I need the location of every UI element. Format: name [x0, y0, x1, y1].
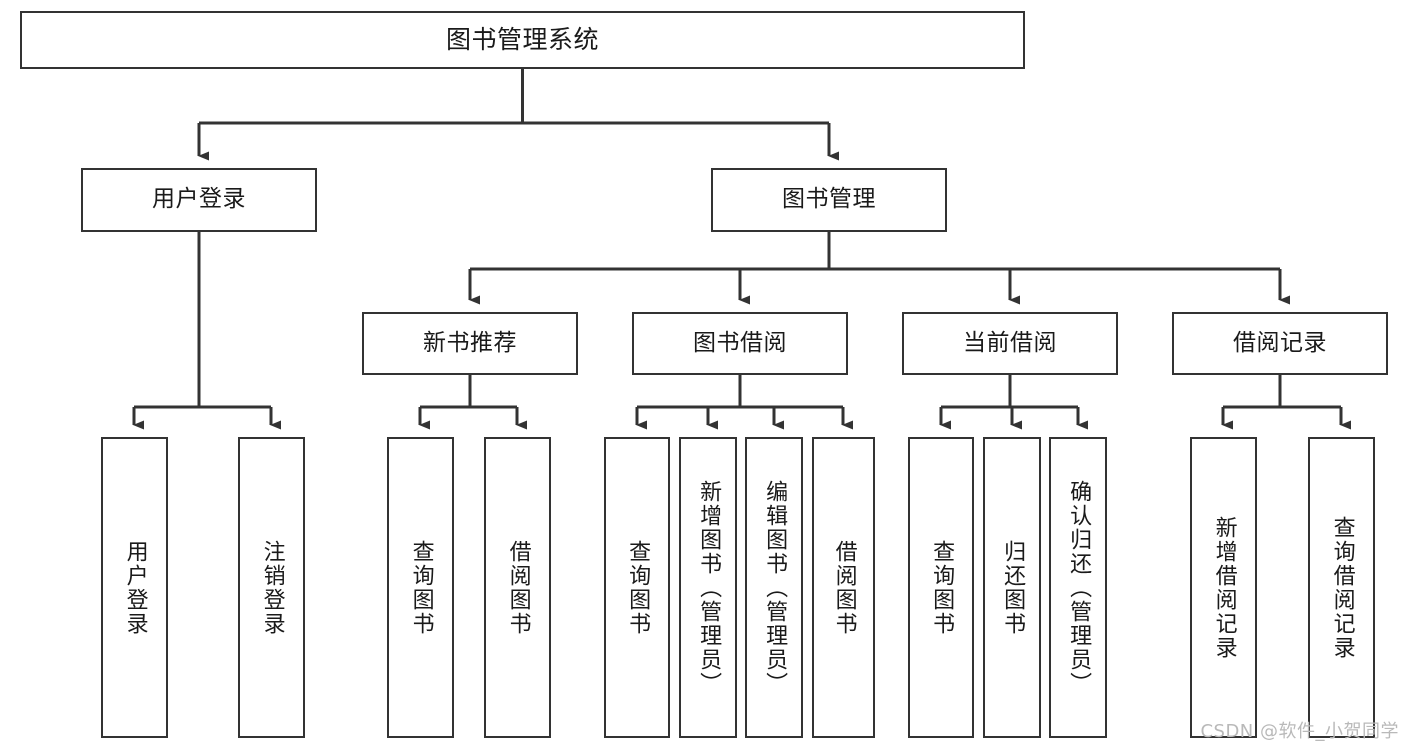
node-label: 新书推荐 [423, 329, 517, 356]
node-leaf-borrow-book-1[interactable]: 借阅图书 [484, 437, 551, 738]
node-user-login[interactable]: 用户登录 [81, 168, 317, 232]
node-leaf-query-record[interactable]: 查询借阅记录 [1308, 437, 1375, 738]
node-current-borrow[interactable]: 当前借阅 [902, 312, 1118, 375]
node-leaf-borrow-book-2[interactable]: 借阅图书 [812, 437, 875, 738]
node-leaf-return-book[interactable]: 归还图书 [983, 437, 1041, 738]
node-label: 查询图书 [929, 539, 955, 636]
node-label: 图书管理 [782, 186, 876, 213]
node-label: 编辑图书（管理员） [762, 479, 788, 696]
node-label: 查询借阅记录 [1329, 515, 1355, 660]
node-label: 图书借阅 [693, 329, 787, 356]
node-leaf-add-record[interactable]: 新增借阅记录 [1190, 437, 1257, 738]
node-leaf-add-book[interactable]: 新增图书（管理员） [679, 437, 737, 738]
node-label: 归还图书 [1000, 539, 1026, 636]
node-label: 确认归还（管理员） [1066, 479, 1092, 696]
node-label: 图书管理系统 [445, 25, 599, 55]
node-root-system[interactable]: 图书管理系统 [20, 11, 1025, 69]
node-label: 新增借阅记录 [1211, 515, 1237, 660]
node-new-book-recommend[interactable]: 新书推荐 [362, 312, 578, 375]
node-leaf-user-login[interactable]: 用户登录 [101, 437, 168, 738]
node-borrow-record[interactable]: 借阅记录 [1172, 312, 1388, 375]
node-leaf-edit-book[interactable]: 编辑图书（管理员） [745, 437, 803, 738]
node-label: 借阅记录 [1233, 329, 1327, 356]
node-label: 用户登录 [152, 186, 246, 213]
node-label: 借阅图书 [831, 539, 857, 636]
node-label: 注销登录 [259, 539, 285, 636]
node-leaf-query-book-2[interactable]: 查询图书 [604, 437, 670, 738]
node-leaf-logout[interactable]: 注销登录 [238, 437, 305, 738]
node-book-manage[interactable]: 图书管理 [711, 168, 947, 232]
node-book-borrow[interactable]: 图书借阅 [632, 312, 848, 375]
node-label: 查询图书 [625, 539, 651, 636]
node-label: 用户登录 [122, 539, 148, 636]
node-label: 查询图书 [408, 539, 434, 636]
csdn-watermark: CSDN @软件_小贺同学 [1200, 721, 1399, 742]
node-label: 当前借阅 [963, 329, 1057, 356]
node-leaf-query-book-3[interactable]: 查询图书 [908, 437, 974, 738]
node-label: 新增图书（管理员） [696, 479, 722, 696]
node-label: 借阅图书 [505, 539, 531, 636]
node-leaf-confirm-return[interactable]: 确认归还（管理员） [1049, 437, 1107, 738]
node-leaf-query-book-1[interactable]: 查询图书 [387, 437, 454, 738]
